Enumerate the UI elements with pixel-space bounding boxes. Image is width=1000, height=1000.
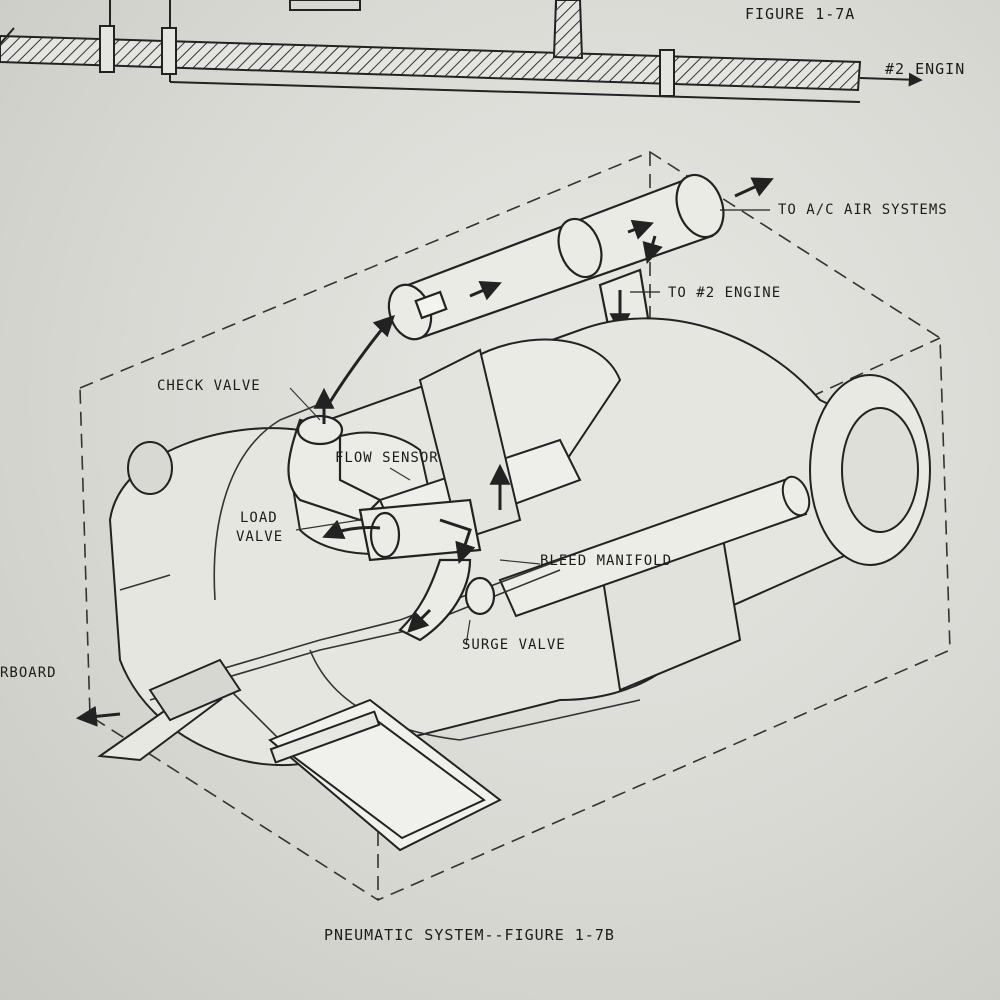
figure-1-7a-caption: FIGURE 1-7A xyxy=(745,5,856,23)
figure-1-7b-caption: PNEUMATIC SYSTEM--FIGURE 1-7B xyxy=(324,926,615,944)
flow-sensor-label: FLOW SENSOR xyxy=(335,450,439,466)
inboard-partial-label: RBOARD xyxy=(0,665,57,681)
to-2-engine-label: TO #2 ENGINE xyxy=(668,285,782,301)
load-valve-label-line2: VALVE xyxy=(236,529,284,545)
load-valve-label-line1: LOAD xyxy=(240,510,278,526)
ac-supply-duct xyxy=(387,173,725,347)
to-ac-air-systems-label: TO A/C AIR SYSTEMS xyxy=(778,202,948,218)
bleed-manifold-pipe xyxy=(498,475,811,618)
leader-lines xyxy=(289,387,541,646)
figure-1-7a-duct xyxy=(0,0,923,103)
flow-arrows-engine xyxy=(75,315,511,727)
check-valve-label: CHECK VALVE xyxy=(157,378,261,394)
surge-valve-label: SURGE VALVE xyxy=(462,637,566,653)
engine-2-top-label: #2 ENGIN xyxy=(885,60,966,78)
inboard-panel xyxy=(97,658,502,852)
bleed-manifold-label: BLEED MANIFOLD xyxy=(540,553,673,569)
